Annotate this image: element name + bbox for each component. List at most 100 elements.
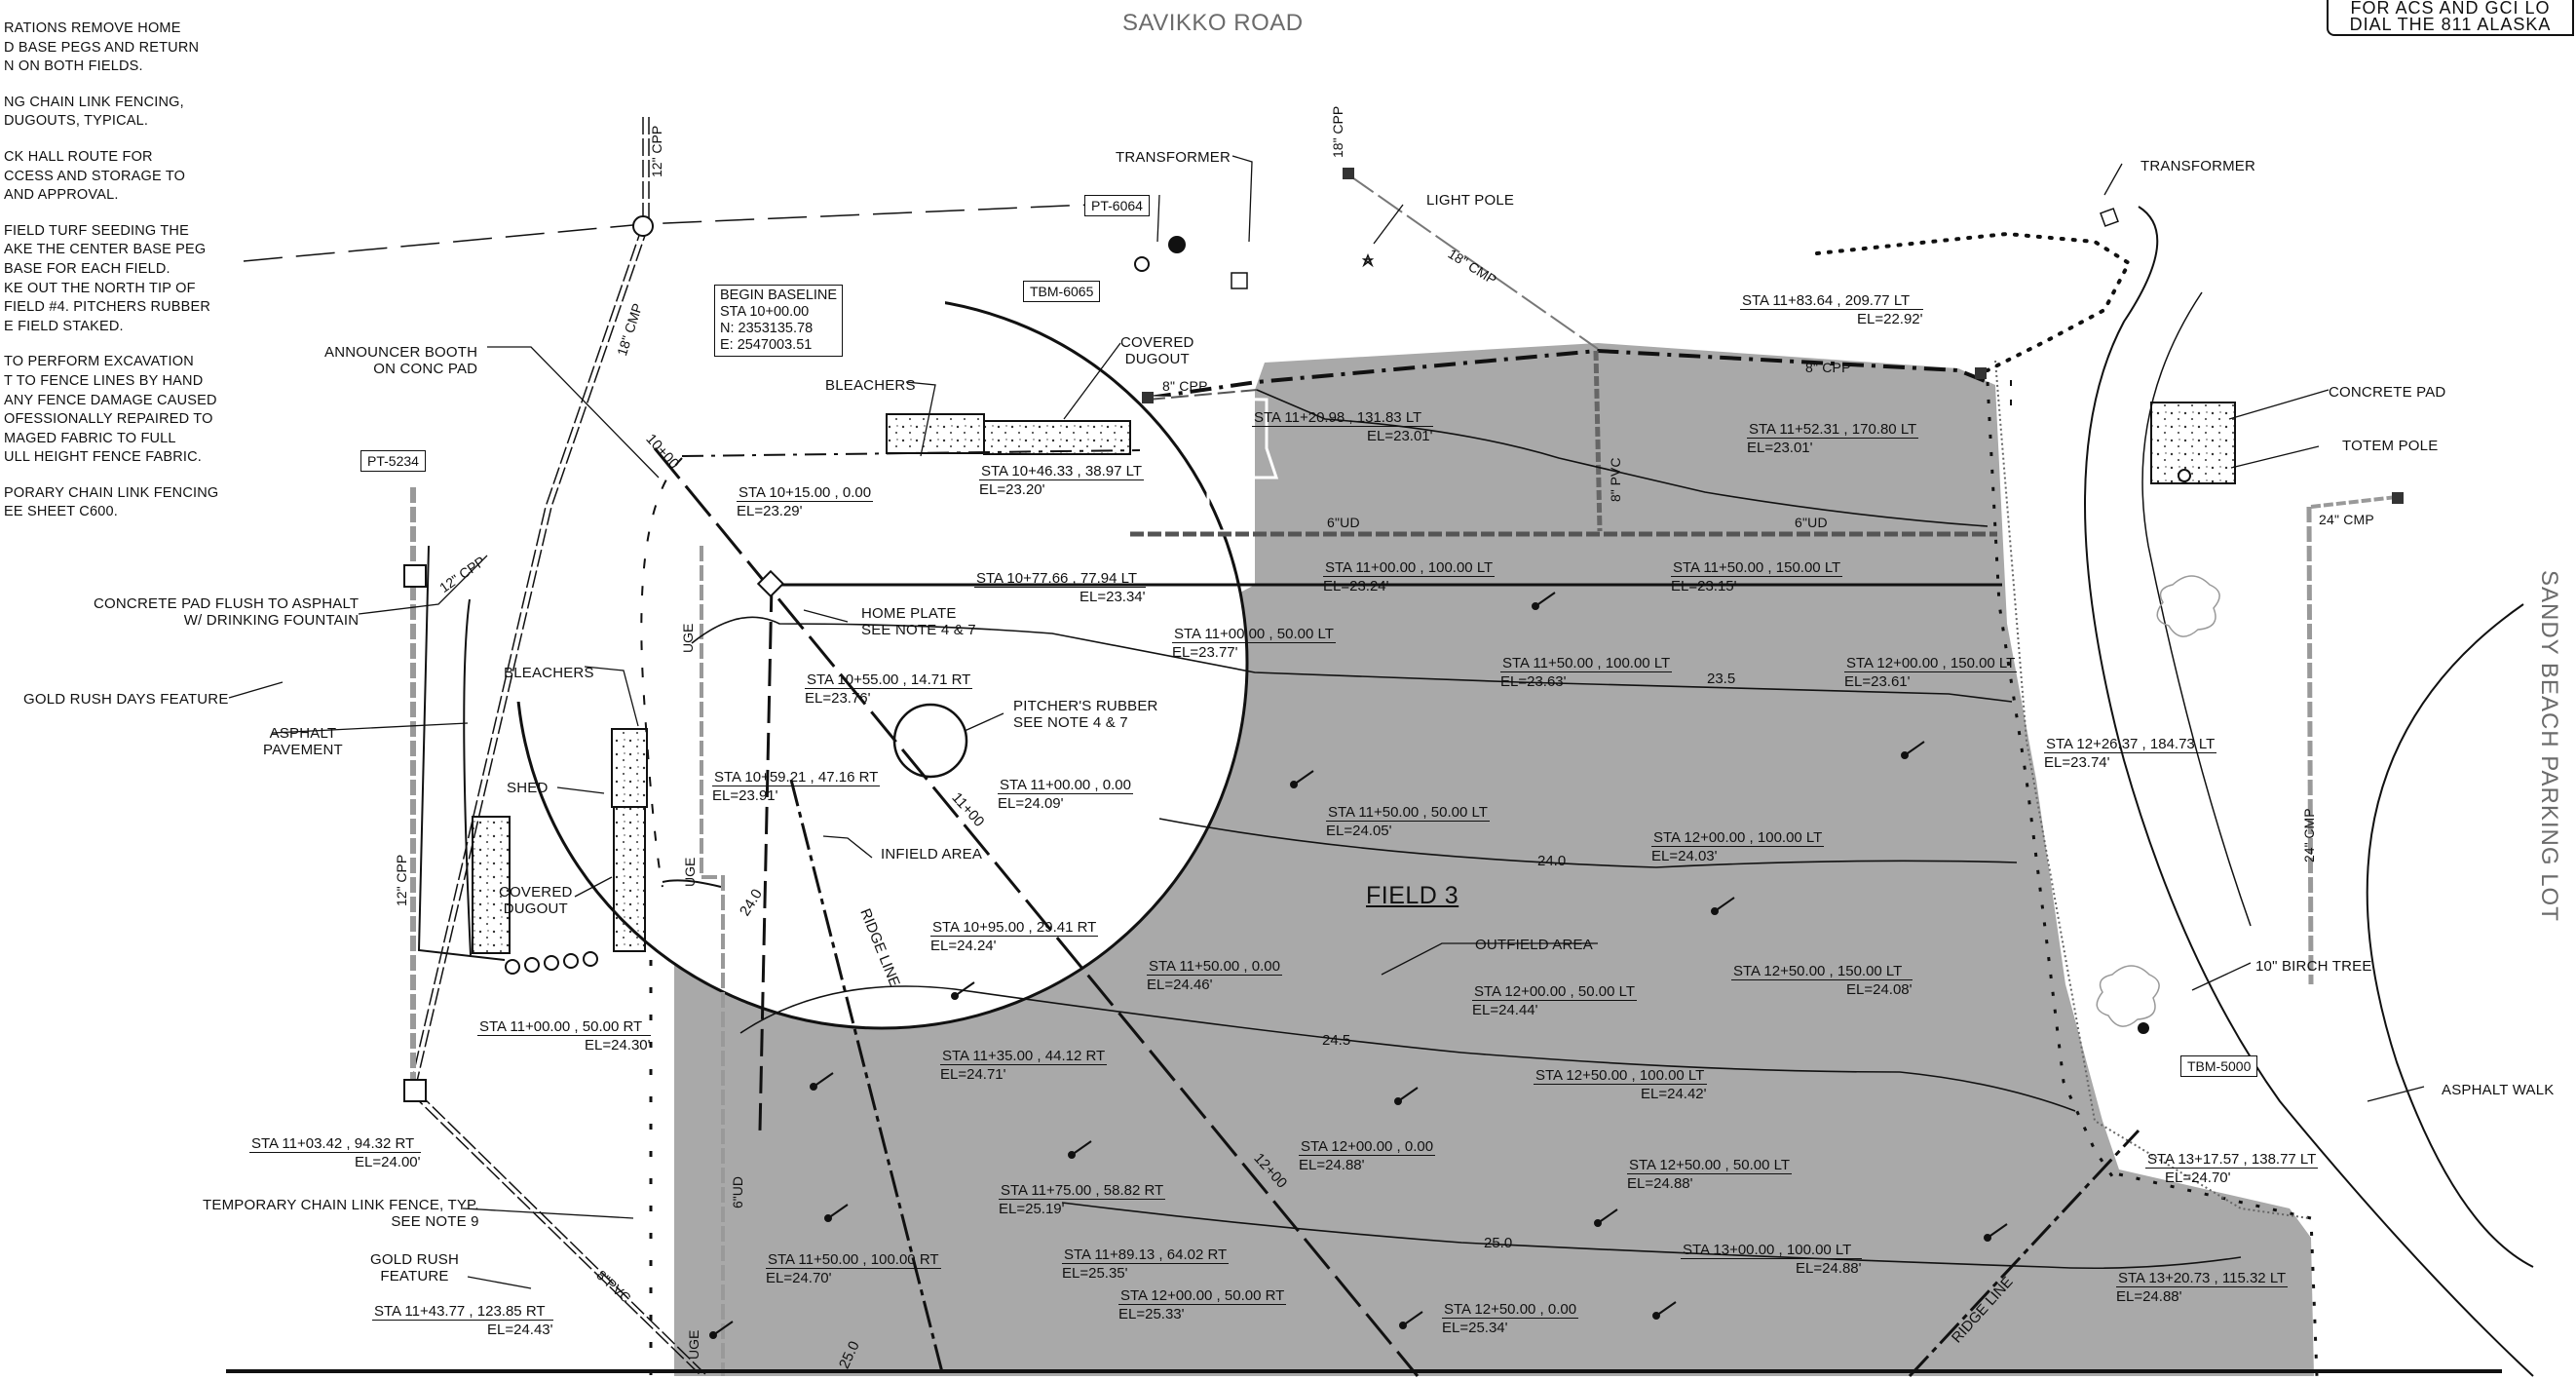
light-pole-symbol	[1361, 252, 1375, 268]
home-plate	[756, 569, 785, 598]
pt6064-tag: PT-6064	[1084, 195, 1150, 216]
dig-notice-line2: DIAL THE 811 ALASKA	[2349, 15, 2552, 34]
station-text: STA 12+00.00 , 0.00	[1299, 1138, 1436, 1156]
totem-pole-label: TOTEM POLE	[2342, 438, 2439, 454]
station-text: STA 10+46.33 , 38.97 LT	[979, 463, 1144, 480]
pole-top	[1343, 168, 1354, 179]
station-text: STA 13+20.73 , 115.32 LT	[2116, 1270, 2289, 1287]
elevation-text: EL=23.15'	[1671, 578, 1737, 594]
boulders	[505, 951, 598, 975]
pitchers-rubber-label: PITCHER'S RUBBER SEE NOTE 4 & 7	[1013, 698, 1158, 731]
ridge-line-right	[1908, 1129, 2140, 1378]
elevation-text: EL=23.01'	[1367, 428, 1433, 444]
asphalt-pad-left	[472, 816, 511, 954]
dotted-edge	[1994, 360, 2310, 1219]
transformer-left-symbol	[1231, 272, 1248, 289]
station-text: STA 11+00.00 , 50.00 LT	[1172, 626, 1336, 643]
elevation-text: EL=23.01'	[1747, 440, 1813, 456]
station-text: STA 12+50.00 , 50.00 LT	[1627, 1157, 1792, 1174]
cpp-8-label-b: 8" CPP	[1805, 360, 1851, 375]
station-text: STA 11+89.13 , 64.02 RT	[1062, 1246, 1230, 1264]
station-text: STA 12+00.00 , 50.00 LT	[1472, 983, 1637, 1001]
station-text: STA 11+83.64 , 209.77 LT	[1740, 292, 1923, 310]
contour-24-5: 24.5	[1322, 1032, 1351, 1049]
station-text: STA 11+52.31 , 170.80 LT	[1747, 421, 1919, 439]
station-text: STA 12+50.00 , 100.00 LT	[1534, 1067, 1707, 1085]
elevation-text: EL=24.88'	[1299, 1157, 1365, 1173]
outfield-area-label: OUTFIELD AREA	[1475, 937, 1593, 953]
covered-dugout-top-label: COVERED DUGOUT	[1120, 334, 1194, 367]
note-4: FIELD TURF SEEDING THE AKE THE CENTER BA…	[4, 222, 211, 334]
transformer-left-label: TRANSFORMER	[1116, 149, 1231, 166]
cmp-24-label-a: 24" CMP	[2319, 512, 2374, 527]
announcer-booth-label: ANNOUNCER BOOTH ON CONC PAD	[324, 344, 478, 377]
elevation-text: EL=23.20'	[979, 481, 1045, 498]
elevation-text: EL=24.08'	[1846, 981, 1913, 998]
elevation-text: EL=24.24'	[930, 938, 997, 954]
uge-label-1: UGE	[680, 623, 696, 653]
elevation-text: EL=23.63'	[1500, 673, 1567, 690]
pvc-8-label: 8" PVC	[1608, 457, 1623, 502]
elevation-text: EL=23.77'	[1172, 644, 1238, 661]
note-1: RATIONS REMOVE HOME D BASE PEGS AND RETU…	[4, 20, 200, 75]
light-pole-label: LIGHT POLE	[1426, 192, 1515, 209]
station-text: STA 11+00.00 , 0.00	[998, 777, 1133, 794]
underdrain-label-b: 6"UD	[1795, 515, 1828, 530]
station-text: STA 11+35.00 , 44.12 RT	[940, 1048, 1108, 1065]
infield-area-label: INFIELD AREA	[881, 846, 983, 862]
cpp-12-left-label: 12" CPP	[394, 854, 409, 906]
concrete-pad	[2150, 402, 2236, 484]
elevation-text: EL=25.19'	[999, 1201, 1065, 1217]
station-text: STA 10+15.00 , 0.00	[737, 484, 874, 502]
elevation-text: EL=23.74'	[2044, 754, 2110, 771]
elevation-text: EL=24.42'	[1641, 1086, 1707, 1102]
uge-label-3: UGE	[686, 1329, 701, 1360]
elevation-text: EL=24.43'	[487, 1322, 553, 1338]
station-text: STA 12+50.00 , 150.00 LT	[1731, 963, 1913, 980]
cpp-8-line	[1147, 389, 1258, 401]
elevation-text: EL=24.00'	[355, 1154, 421, 1170]
electric-line	[243, 202, 1136, 262]
inlet-left	[1142, 392, 1154, 403]
elevation-text: EL=24.70'	[766, 1270, 832, 1286]
elevation-text: EL=23.61'	[1844, 673, 1911, 690]
grade-arrows	[709, 592, 2008, 1339]
dig-notice-line1: FOR ACS AND GCI LO	[2350, 0, 2551, 18]
station-text: STA 12+00.00 , 100.00 LT	[1651, 829, 1825, 847]
asphalt-walk-label: ASPHALT WALK	[2442, 1082, 2555, 1098]
gold-rush-feature-label: GOLD RUSH FEATURE	[370, 1251, 459, 1284]
elevation-text: EL=24.88'	[1796, 1260, 1862, 1277]
contour-lines	[691, 389, 2242, 1270]
outfield-steps	[1149, 396, 1279, 533]
elevation-text: EL=24.71'	[940, 1066, 1006, 1083]
dotted-boundary	[1815, 231, 2132, 372]
station-text: STA 12+00.00 , 150.00 LT	[1844, 655, 2018, 672]
uge-label-2: UGE	[682, 857, 698, 887]
asphalt-walk-edge-3	[2141, 291, 2252, 927]
elevation-text: EL=25.35'	[1062, 1265, 1128, 1282]
elevation-text: EL=22.92'	[1857, 311, 1923, 327]
station-text: STA 11+50.00 , 150.00 LT	[1671, 559, 1843, 577]
cpp-12-top-label: 12" CPP	[649, 125, 664, 177]
pt5234-tag: PT-5234	[360, 450, 426, 472]
concrete-pad-label: CONCRETE PAD	[2329, 384, 2446, 401]
catch-basin-left-1	[403, 564, 427, 588]
pt6064-symbol	[1168, 236, 1186, 253]
